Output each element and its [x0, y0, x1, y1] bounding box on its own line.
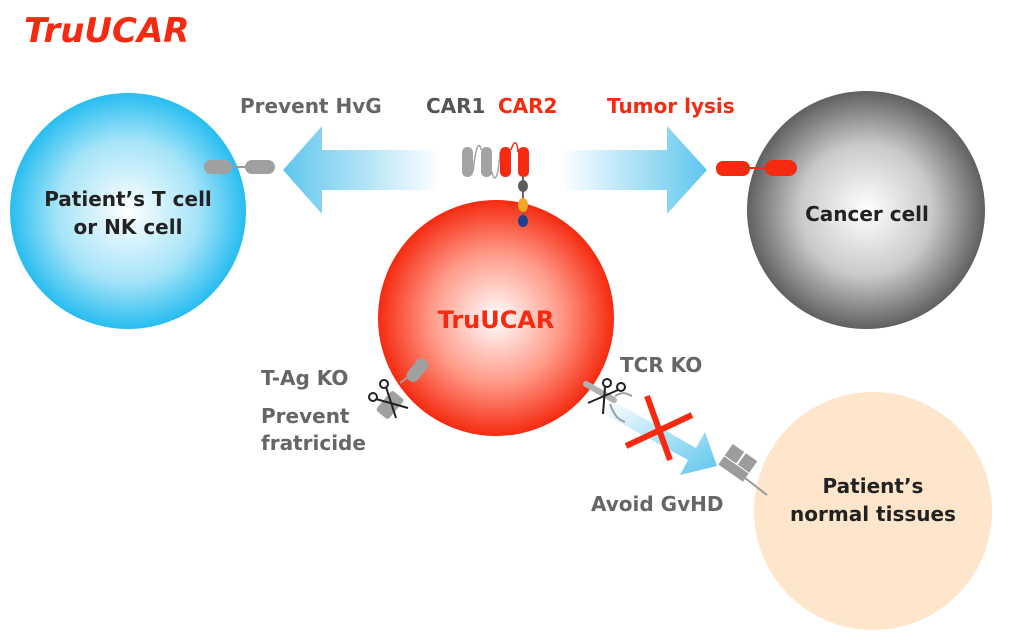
- tumor-lysis-label: Tumor lysis: [607, 94, 735, 118]
- prevent-fratricide-label-line2: fratricide: [261, 431, 366, 455]
- blocked-x-icon: [624, 394, 694, 462]
- tag-knockout-scissors-icon: [368, 358, 429, 419]
- normal-tissues-label-line2: normal tissues: [790, 502, 956, 526]
- patient-t-cell-label-line2: or NK cell: [74, 215, 183, 239]
- cancer-cell-label: Cancer cell: [805, 202, 929, 226]
- page-title: TruUCAR: [24, 11, 189, 51]
- tumor-antigen-icon: [716, 160, 797, 176]
- prevent-fratricide-label-line1: Prevent: [261, 404, 350, 428]
- alloantigen-icon: [204, 160, 275, 174]
- prevent-hvg-label: Prevent HvG: [240, 94, 382, 118]
- normal-tissues-cell: Patient’s normal tissues: [754, 392, 992, 630]
- patient-t-cell-label-line1: Patient’s T cell: [44, 187, 212, 211]
- patient-t-cell: Patient’s T cell or NK cell: [10, 93, 246, 329]
- normal-tissues-label-line1: Patient’s: [823, 474, 924, 498]
- truucar-cell: TruUCAR: [378, 200, 614, 436]
- right-arrow-icon: [560, 126, 707, 214]
- car1-label: CAR1: [426, 94, 485, 118]
- truucar-cell-label: TruUCAR: [438, 306, 555, 334]
- cancer-cell: Cancer cell: [747, 91, 985, 329]
- tcr-knockout-scissors-icon: [583, 378, 633, 423]
- left-arrow-icon: [283, 126, 440, 214]
- tag-ko-label: T-Ag KO: [261, 366, 348, 390]
- tcr-receptor-icon: [718, 444, 768, 496]
- dual-car-receptor-icon: [462, 142, 529, 227]
- car2-label: CAR2: [498, 94, 557, 118]
- avoid-gvhd-label: Avoid GvHD: [591, 492, 723, 516]
- tcr-ko-label: TCR KO: [620, 353, 702, 377]
